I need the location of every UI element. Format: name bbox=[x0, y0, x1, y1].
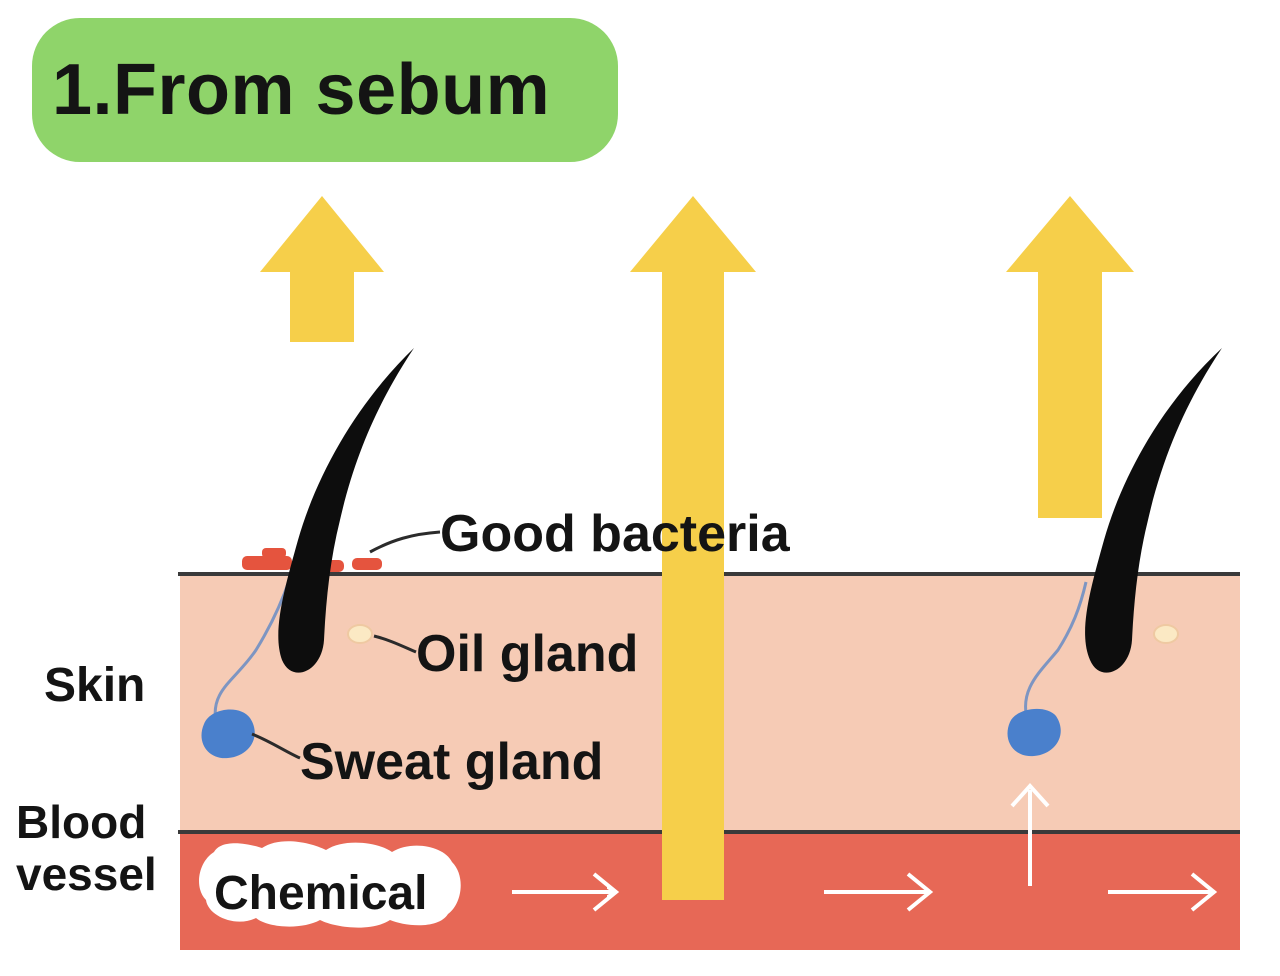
label-blood-vessel: Blood vessel bbox=[16, 796, 176, 900]
leader-oil-gland bbox=[373, 634, 417, 654]
sweat-gland-right bbox=[1007, 708, 1061, 757]
title-badge: 1.From sebum bbox=[32, 18, 618, 162]
label-oil-gland: Oil gland bbox=[416, 625, 639, 683]
yellow-arrow-left bbox=[260, 196, 384, 342]
flow-arrow-2-head bbox=[906, 872, 934, 912]
label-good-bacteria: Good bacteria bbox=[440, 505, 790, 563]
chemical-cloud bbox=[199, 841, 461, 928]
yellow-arrow-center bbox=[630, 196, 756, 900]
oil-gland-right bbox=[1153, 624, 1179, 644]
label-chemical: Chemical bbox=[214, 867, 428, 920]
hair-right bbox=[1085, 348, 1222, 673]
diagram-title: 1.From sebum bbox=[52, 50, 551, 130]
leader-good-bacteria bbox=[369, 530, 441, 554]
flow-arrow-1-head bbox=[592, 872, 620, 912]
leader-sweat-gland bbox=[251, 732, 301, 760]
label-sweat-gland: Sweat gland bbox=[300, 733, 604, 791]
sweat-duct-left bbox=[213, 577, 292, 723]
yellow-arrow-right bbox=[1006, 196, 1134, 518]
upward-arrow-head bbox=[1010, 783, 1050, 808]
label-blood-vessel-line1: Blood bbox=[16, 796, 147, 848]
hair-left bbox=[278, 348, 414, 673]
oil-gland-left bbox=[347, 624, 373, 644]
flow-arrow-3-head bbox=[1190, 872, 1218, 912]
label-blood-vessel-line2: vessel bbox=[16, 848, 157, 900]
sweat-gland-left bbox=[201, 709, 255, 759]
sweat-duct-right bbox=[1024, 581, 1088, 723]
label-skin: Skin bbox=[44, 659, 146, 712]
